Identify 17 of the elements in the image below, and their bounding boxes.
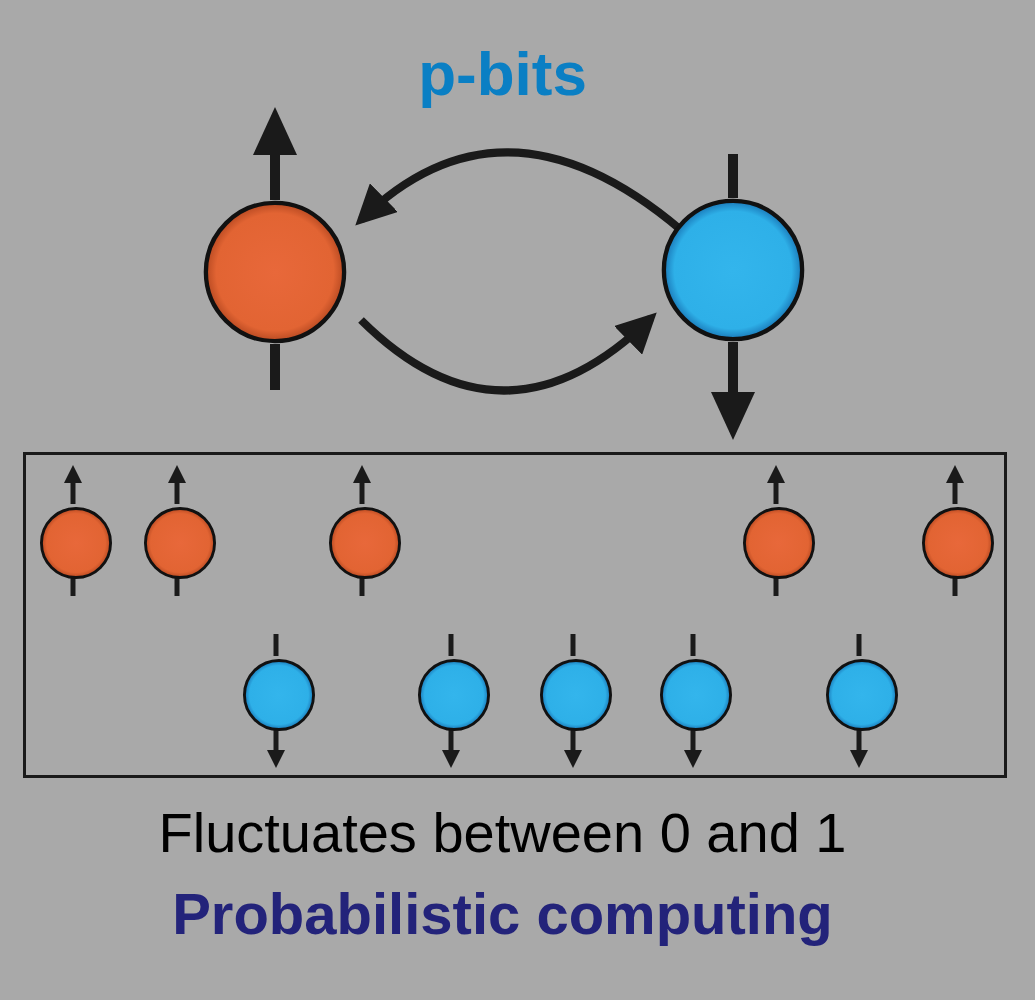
spin-up-circle [203,200,347,344]
frame-box [23,452,1007,778]
spin-up-circle [329,507,401,579]
curved-arrow [358,312,657,395]
label-text: Fluctuates between 0 and 1 [157,800,848,865]
spin-up-circle [40,507,112,579]
spin-down-circle [540,659,612,731]
spin-up-circle [144,507,216,579]
spin-up-circle [743,507,815,579]
spin-up-circle [922,507,994,579]
spin-down-circle [826,659,898,731]
spin-down-circle [660,659,732,731]
caption-text: Probabilistic computing [171,880,834,947]
spin-down-circle [418,659,490,731]
spin-down-circle [243,659,315,731]
title: p-bits [417,38,588,109]
spin-down-circle [661,198,805,342]
